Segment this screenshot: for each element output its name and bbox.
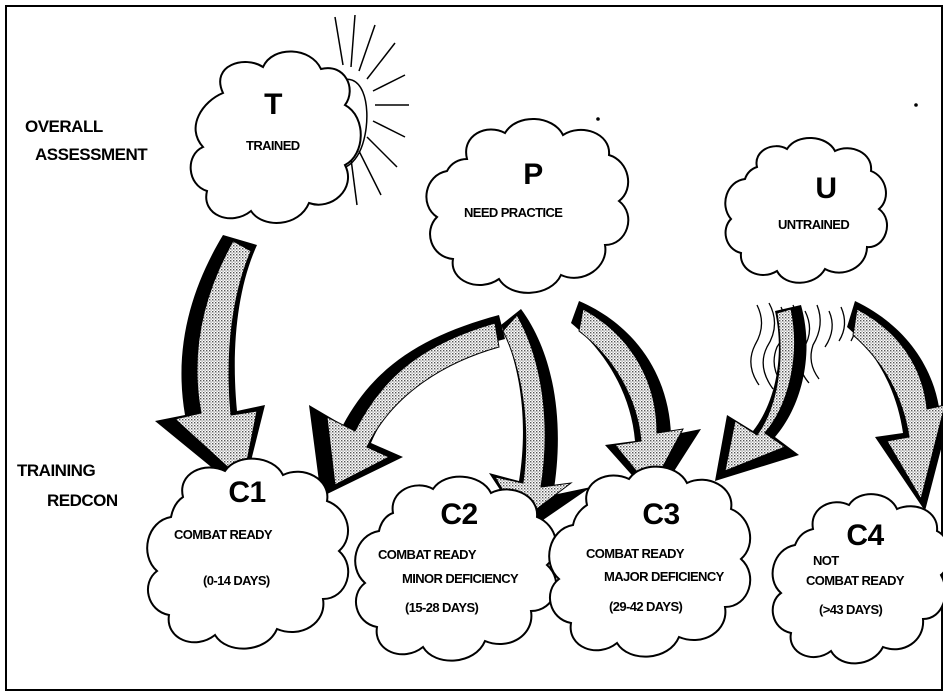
- arrow-u-to-c3: [715, 305, 807, 481]
- training-label-line1: TRAINING: [17, 461, 96, 480]
- assessment-text-need-practice: NEED PRACTICE: [464, 205, 563, 220]
- rating-line2-c2: MINOR DEFICIENCY: [402, 571, 519, 586]
- rating-days-c4: (>43 DAYS): [819, 602, 883, 617]
- diagram-graphics: [5, 5, 943, 691]
- overall-label-line1: OVERALL: [25, 117, 103, 136]
- rating-line2-c3: MAJOR DEFICIENCY: [604, 569, 724, 584]
- rating-days-c2: (15-28 DAYS): [405, 600, 479, 615]
- assessment-text-trained: TRAINED: [246, 138, 300, 153]
- rating-code-c2: C2: [440, 498, 478, 531]
- rating-line2-c4: COMBAT READY: [806, 573, 905, 588]
- cloud-need-practice: [425, 118, 630, 294]
- cloud-c3: [548, 465, 752, 658]
- arrow-t-to-c1: [155, 235, 265, 493]
- cloud-c1: [146, 457, 350, 650]
- rating-line1-c3: COMBAT READY: [586, 546, 685, 561]
- rating-code-c4: C4: [846, 519, 884, 552]
- assessment-text-untrained: UNTRAINED: [778, 217, 850, 232]
- overall-label-line2: ASSESSMENT: [35, 145, 148, 164]
- cloud-c2: [354, 475, 558, 662]
- arrow-p-to-c1: [309, 315, 505, 497]
- rating-code-c1: C1: [228, 476, 266, 509]
- rating-line1-c2: COMBAT READY: [378, 547, 477, 562]
- cloud-trained: [189, 50, 362, 224]
- frame-border: [5, 5, 943, 691]
- assessment-letter-p: P: [523, 158, 543, 191]
- training-label-line2: REDCON: [47, 491, 118, 510]
- arrow-u-to-c4: [847, 301, 943, 511]
- cloud-untrained: [724, 136, 888, 284]
- rating-line1-c4: NOT: [813, 553, 839, 568]
- rating-code-c3: C3: [642, 498, 680, 531]
- rating-days-c3: (29-42 DAYS): [609, 599, 683, 614]
- assessment-letter-t: T: [264, 88, 282, 121]
- diagram-frame: OVERALL ASSESSMENT TRAINING REDCON T TRA…: [5, 5, 943, 691]
- assessment-letter-u: U: [815, 172, 837, 205]
- rating-line1-c1: COMBAT READY: [174, 527, 273, 542]
- cloud-c4: [771, 493, 943, 665]
- rating-days-c1: (0-14 DAYS): [203, 573, 270, 588]
